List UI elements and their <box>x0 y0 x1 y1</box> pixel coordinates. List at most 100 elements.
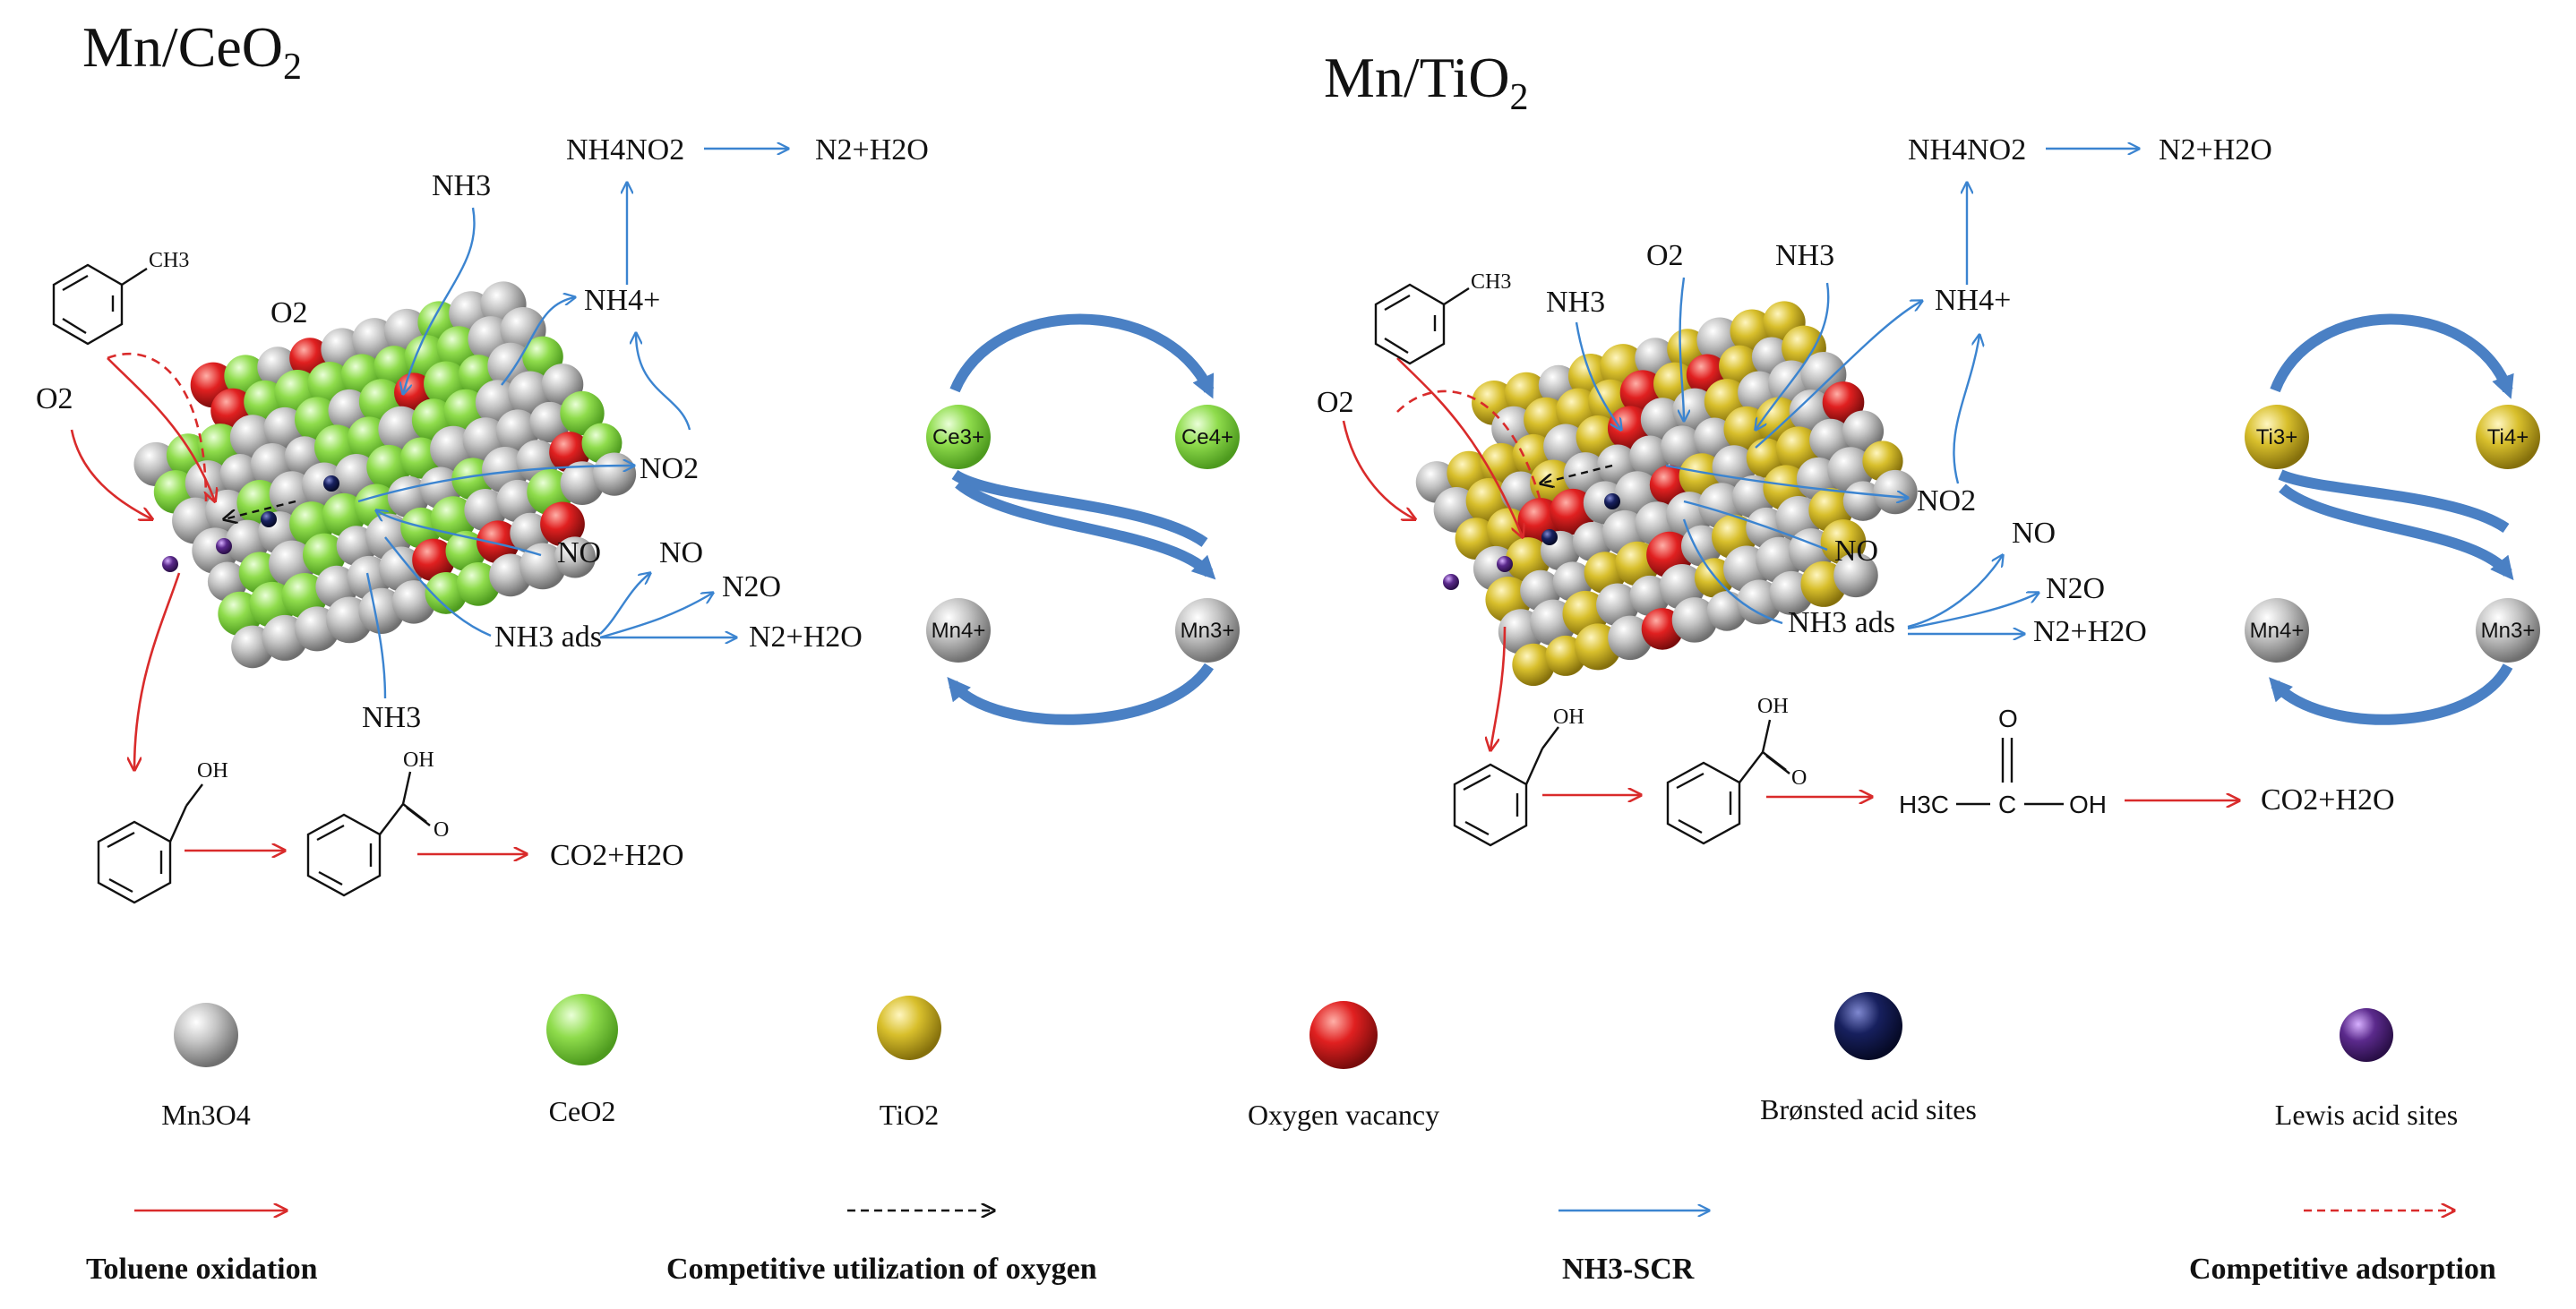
label-n2h2o-top-left: N2+H2O <box>815 133 929 167</box>
label-nh3-ads-left: NH3 ads <box>494 620 602 654</box>
label-oh-b-right: OH <box>1757 695 1789 718</box>
left-lewis-site <box>216 538 232 554</box>
right-scr-arrows <box>1575 149 2139 634</box>
label-mn4-right: Mn4+ <box>2250 619 2305 643</box>
label-o2-a-right: O2 <box>1646 239 1684 272</box>
legend-lewis-sphere <box>2340 1008 2393 1062</box>
left-bronsted-site <box>261 511 277 527</box>
legend-ceo2-sphere <box>546 994 618 1065</box>
left-mn3o4-sphere <box>554 536 597 578</box>
legend-mn3o4-label: Mn3O4 <box>161 1099 251 1131</box>
right-bronsted-site <box>1604 493 1620 509</box>
legend-bronsted-label: Brønsted acid sites <box>1760 1093 1977 1125</box>
ce3-sphere <box>926 405 991 469</box>
ce4-sphere <box>1175 405 1240 469</box>
left-bronsted-site <box>323 475 339 492</box>
legend-toluene-label: Toluene oxidation <box>86 1253 318 1286</box>
label-co2h2o-left: CO2+H2O <box>550 839 684 872</box>
label-ce3: Ce3+ <box>932 425 984 449</box>
label-mn4-left: Mn4+ <box>932 619 986 643</box>
label-nh4no2-left: NH4NO2 <box>566 133 684 167</box>
right-mn3o4-sphere <box>1608 615 1653 661</box>
label-o2-a-left: O2 <box>270 296 308 329</box>
right-mn3o4-sphere <box>1596 583 1639 627</box>
label-nh3-top-left: NH3 <box>432 169 491 202</box>
left-vacancy-sphere <box>477 520 519 564</box>
label-acetic-h3c: H3C <box>1899 791 1949 818</box>
ti4-sphere <box>2476 405 2540 469</box>
label-n2h2o-mid-left: N2+H2O <box>749 620 863 654</box>
mn3-sphere-left <box>1175 598 1240 663</box>
left-ceo2-sphere <box>456 562 501 606</box>
legend-bronsted-sphere <box>1834 992 1902 1060</box>
mn4-sphere-left <box>926 598 991 663</box>
label-n2h2o-mid-right: N2+H2O <box>2033 615 2147 648</box>
label-nh4-left: NH4+ <box>584 284 660 317</box>
legend-tio2-sphere <box>877 996 941 1060</box>
label-ti4: Ti4+ <box>2487 425 2529 449</box>
label-nh3-a-right: NH3 <box>1546 286 1605 319</box>
legend-adsorption-label: Competitive adsorption <box>2189 1253 2496 1286</box>
label-n2o-left: N2O <box>722 570 781 603</box>
left-vacancy-sphere <box>412 538 455 582</box>
legend-mn3o4-sphere <box>174 1003 238 1067</box>
ti-mn-redox-cycle: Ti3+ Ti4+ Mn4+ Mn3+ <box>2245 313 2540 725</box>
left-mn3o4-sphere <box>464 488 507 532</box>
label-oh-a-right: OH <box>1553 706 1584 729</box>
left-mn3o4-sphere <box>529 401 571 443</box>
legend: Mn3O4 CeO2 TiO2 Oxygen vacancy Brønsted … <box>86 992 2496 1286</box>
label-nh4-right: NH4+ <box>1935 284 2011 317</box>
right-molecules <box>1374 283 2064 847</box>
label-acetic-o: O <box>1998 705 2018 732</box>
right-mn3o4-sphere <box>1842 410 1885 452</box>
legend-scr-label: NH3-SCR <box>1562 1253 1695 1286</box>
label-no-a-left: NO <box>557 536 601 569</box>
left-mn3o4-sphere <box>519 543 566 590</box>
left-ceo2-sphere <box>560 390 605 436</box>
label-o-b-right: O <box>1791 766 1807 790</box>
label-ti3: Ti3+ <box>2256 425 2297 449</box>
legend-vacancy-sphere <box>1309 1001 1378 1069</box>
label-acetic-oh: OH <box>2069 791 2107 818</box>
right-tio2-sphere <box>1512 643 1555 687</box>
label-ch3-right: CH3 <box>1471 270 1511 294</box>
mn4-sphere-right <box>2245 598 2309 663</box>
ce-mn-redox-cycle: Ce3+ Ce4+ Mn4+ Mn3+ <box>926 313 1240 725</box>
label-nh3-bottom-left: NH3 <box>362 701 421 734</box>
left-vacancy-sphere <box>540 501 585 547</box>
label-n2o-right: N2O <box>2046 572 2105 605</box>
left-mn3o4-sphere <box>207 561 248 602</box>
label-no-b-right: NO <box>1834 535 1878 568</box>
mn-ceo2-catalyst-cluster <box>133 281 637 669</box>
right-mn3o4-sphere <box>1671 597 1718 643</box>
right-lewis-site <box>1497 556 1513 572</box>
legend-vacancy-label: Oxygen vacancy <box>1248 1099 1439 1131</box>
label-mn3-right: Mn3+ <box>2481 619 2536 643</box>
left-toluene-arrows <box>70 352 527 854</box>
right-mn3o4-sphere <box>1842 481 1884 521</box>
right-lewis-site <box>1443 574 1459 590</box>
label-nh3-b-right: NH3 <box>1775 239 1834 272</box>
left-mn3o4-sphere <box>391 580 436 624</box>
label-no-b-left: NO <box>659 536 703 569</box>
label-ch3-left: CH3 <box>149 249 189 272</box>
legend-lewis-label: Lewis acid sites <box>2275 1099 2458 1131</box>
label-no2-left: NO2 <box>640 452 699 485</box>
legend-oxygen-label: Competitive utilization of oxygen <box>666 1253 1097 1286</box>
mn3-sphere-right <box>2476 598 2540 663</box>
label-nh3-ads-right: NH3 ads <box>1788 606 1895 639</box>
label-oh-a-left: OH <box>197 759 228 783</box>
right-mn3o4-sphere <box>1629 435 1670 477</box>
left-ceo2-sphere <box>303 533 346 577</box>
label-ce4: Ce4+ <box>1181 425 1233 449</box>
label-o2-b-left: O2 <box>36 382 73 415</box>
label-co2h2o-right: CO2+H2O <box>2261 783 2395 817</box>
label-n2h2o-top-right: N2+H2O <box>2159 133 2272 167</box>
ti3-sphere <box>2245 405 2309 469</box>
title-mn-ceo2: Mn/CeO2 <box>82 15 302 88</box>
label-no-a-right: NO <box>2012 517 2056 550</box>
left-ceo2-sphere <box>445 530 486 571</box>
right-mn3o4-sphere <box>1833 552 1878 598</box>
right-mn3o4-sphere <box>1873 469 1918 515</box>
